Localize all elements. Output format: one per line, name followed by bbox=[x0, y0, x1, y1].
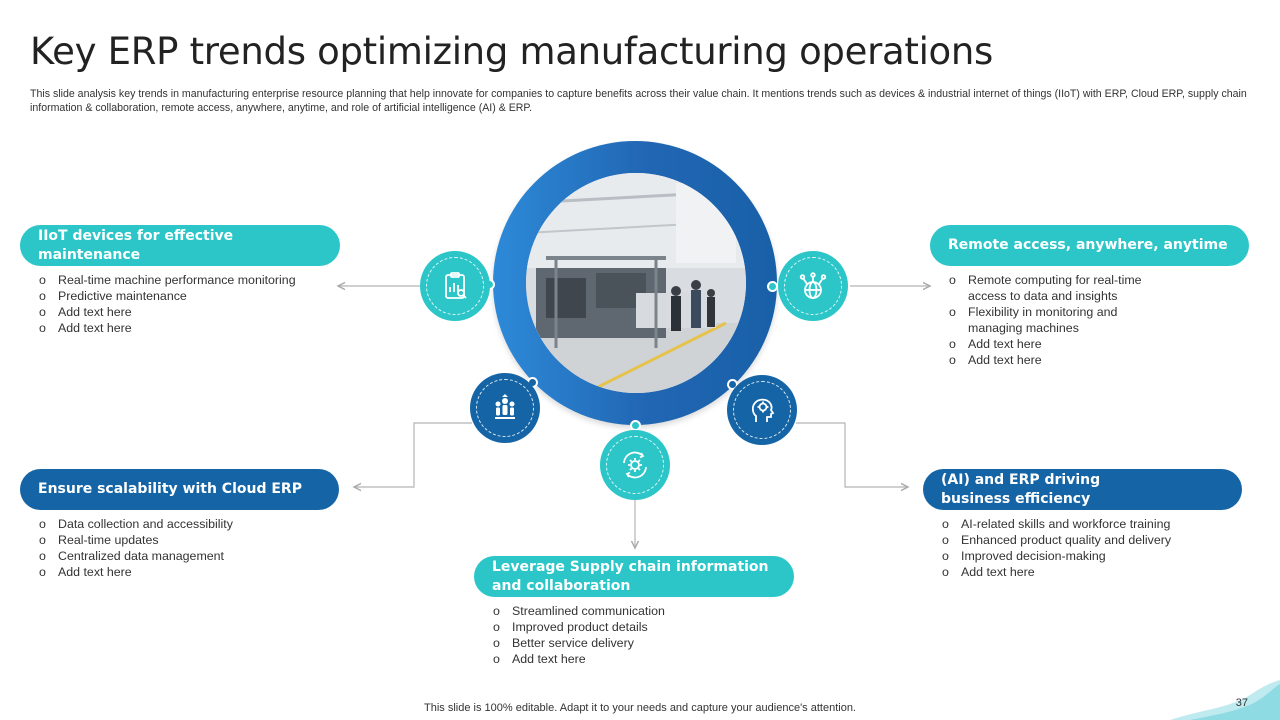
ring-dot-right bbox=[767, 281, 778, 292]
list-item: Add text here bbox=[949, 352, 1239, 368]
page-number: 37 bbox=[1235, 697, 1248, 709]
corner-wave-decoration bbox=[1170, 680, 1280, 720]
list-item: Flexibility in monitoring and bbox=[949, 304, 1239, 320]
list-item: Predictive maintenance bbox=[39, 288, 329, 304]
list-item: Add text here bbox=[39, 320, 329, 336]
list-item: Data collection and accessibility bbox=[39, 516, 329, 532]
list-item: Improved product details bbox=[493, 619, 783, 635]
list-item: Streamlined communication bbox=[493, 603, 783, 619]
list-item: Add text here bbox=[949, 336, 1239, 352]
slide-subtitle: This slide analysis key trends in manufa… bbox=[30, 88, 1247, 114]
globe-network-icon bbox=[778, 251, 848, 321]
list-item: Centralized data management bbox=[39, 548, 329, 564]
list-item: AI-related skills and workforce training bbox=[942, 516, 1242, 532]
gear-cycle-icon bbox=[600, 430, 670, 500]
list-item: Real-time machine performance monitoring bbox=[39, 272, 329, 288]
clipboard-chart-icon bbox=[420, 251, 490, 321]
trend-heading-cloud: Ensure scalability with Cloud ERP bbox=[20, 469, 339, 510]
list-item: Better service delivery bbox=[493, 635, 783, 651]
trend-list-cloud: Data collection and accessibility Real-t… bbox=[39, 516, 329, 580]
trend-heading-remote: Remote access, anywhere, anytime bbox=[930, 225, 1249, 266]
slide-title: Key ERP trends optimizing manufacturing … bbox=[30, 30, 994, 73]
trend-list-remote: Remote computing for real-time access to… bbox=[949, 272, 1239, 368]
trend-list-supply: Streamlined communication Improved produ… bbox=[493, 603, 783, 667]
ai-head-icon bbox=[727, 375, 797, 445]
list-item: Add text here bbox=[942, 564, 1242, 580]
list-item: Add text here bbox=[493, 651, 783, 667]
trend-heading-iiot: IIoT devices for effective maintenance bbox=[20, 225, 340, 266]
list-item: access to data and insights bbox=[968, 289, 1118, 303]
list-item: Enhanced product quality and delivery bbox=[942, 532, 1242, 548]
list-item: Add text here bbox=[39, 564, 329, 580]
list-item: Remote computing for real-time bbox=[949, 272, 1239, 288]
trend-list-iiot: Real-time machine performance monitoring… bbox=[39, 272, 329, 336]
footer-note: This slide is 100% editable. Adapt it to… bbox=[424, 702, 856, 714]
list-item: Real-time updates bbox=[39, 532, 329, 548]
list-item: managing machines bbox=[968, 321, 1079, 335]
factory-photo bbox=[526, 173, 746, 393]
list-item: Improved decision-making bbox=[942, 548, 1242, 564]
trend-list-ai: AI-related skills and workforce training… bbox=[942, 516, 1242, 580]
list-item: Add text here bbox=[39, 304, 329, 320]
team-growth-icon bbox=[470, 373, 540, 443]
